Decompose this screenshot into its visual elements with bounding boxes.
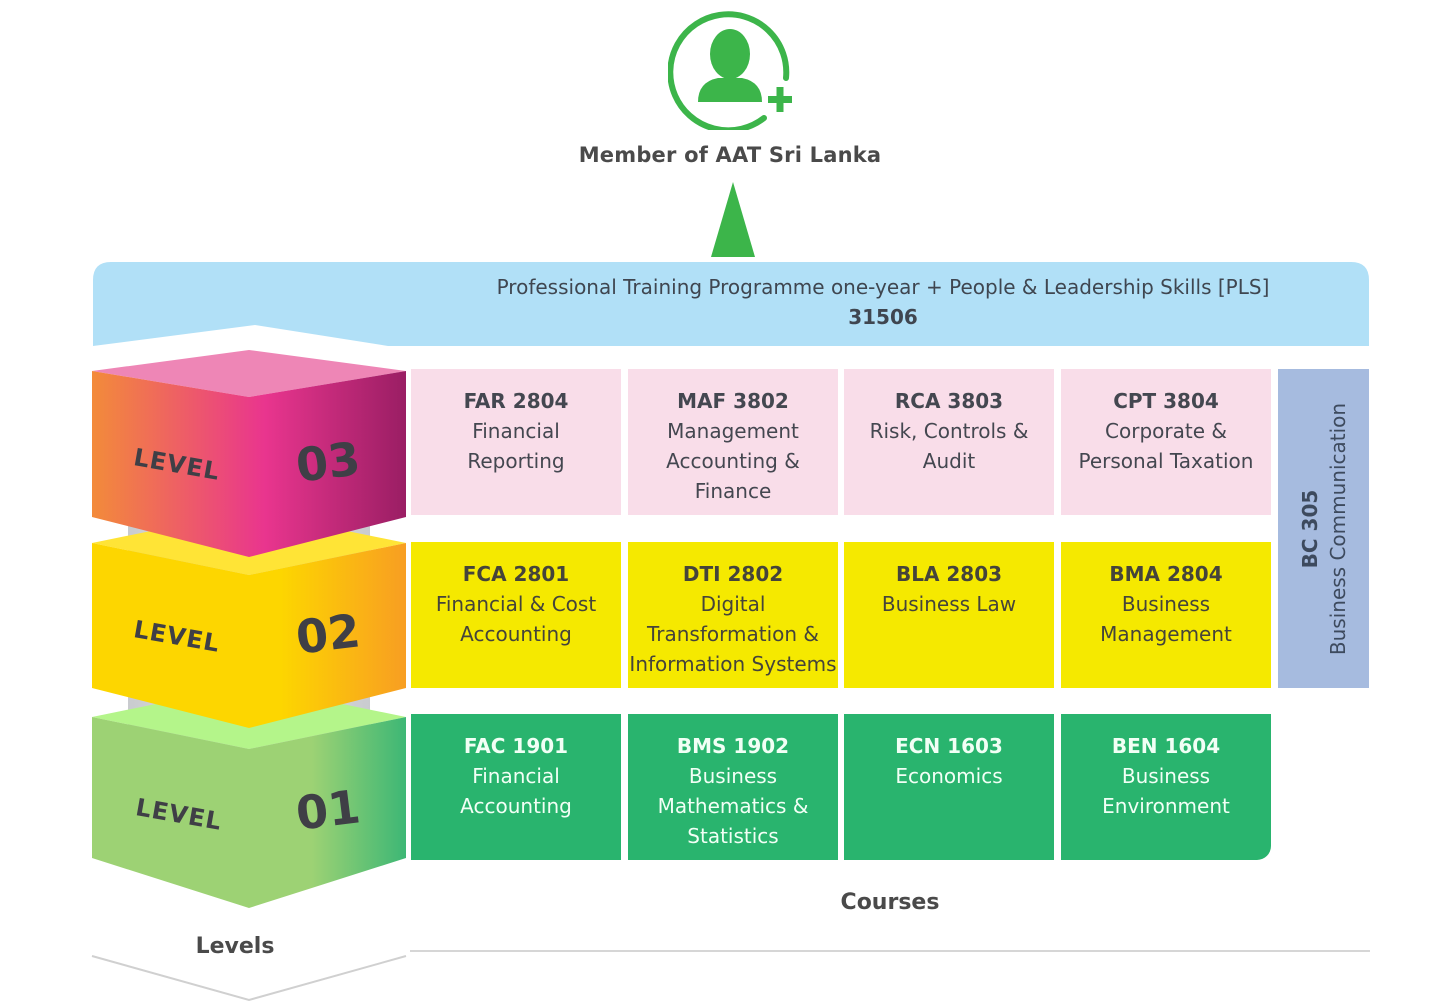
level-02-number: 02 <box>292 603 364 665</box>
course-card-bla-2803[interactable]: BLA 2803 Business Law <box>844 542 1054 688</box>
course-code: BEN 1604 <box>1111 734 1221 758</box>
courses-axis-label: Courses <box>840 890 940 915</box>
course-card-far-2804[interactable]: FAR 2804 Financial Reporting <box>411 369 621 515</box>
course-name: Business Environment <box>1102 764 1230 818</box>
course-code: BMS 1902 <box>676 734 790 758</box>
ptp-label: Professional Training Programme one-year… <box>400 272 1366 332</box>
course-card-dti-2802[interactable]: DTI 2802 Digital Transformation & Inform… <box>628 542 838 688</box>
course-card-ecn-1603[interactable]: ECN 1603 Economics <box>844 714 1054 860</box>
course-name: Business Mathematics & Statistics <box>657 764 809 848</box>
course-card-rca-3803[interactable]: RCA 3803 Risk, Controls & Audit <box>844 369 1054 515</box>
course-code: DTI 2802 <box>682 562 784 586</box>
course-name: Financial & Cost Accounting <box>435 592 597 646</box>
course-card-fac-1901[interactable]: FAC 1901 Financial Accounting <box>411 714 621 860</box>
course-name: Management Accounting & Finance <box>666 419 800 503</box>
course-name: Business Communication <box>1325 402 1350 655</box>
course-card-cpt-3804[interactable]: CPT 3804 Corporate & Personal Taxation <box>1061 369 1271 515</box>
course-card-bc-305[interactable]: BC 305 Business Communication <box>1278 369 1369 688</box>
member-title: Member of AAT Sri Lanka <box>578 143 882 167</box>
course-code: CPT 3804 <box>1113 389 1219 413</box>
course-code: BC 305 <box>1297 489 1322 568</box>
ptp-banner <box>93 262 1369 346</box>
course-card-bma-2804[interactable]: BMA 2804 Business Management <box>1061 542 1271 688</box>
course-card-ben-1604[interactable]: BEN 1604 Business Environment <box>1061 714 1271 860</box>
level-03-number: 03 <box>292 431 364 493</box>
course-name: Economics <box>895 764 1003 788</box>
course-card-fca-2801[interactable]: FCA 2801 Financial & Cost Accounting <box>411 542 621 688</box>
level-cube-03 <box>92 350 406 557</box>
levels-chevron <box>91 955 407 1002</box>
course-code: FCA 2801 <box>462 562 570 586</box>
courses-divider <box>410 950 1370 952</box>
course-code: ECN 1603 <box>895 734 1003 758</box>
course-name: Financial Reporting <box>467 419 565 473</box>
course-code: BLA 2803 <box>895 562 1003 586</box>
course-name: Business Management <box>1100 592 1232 646</box>
course-code: MAF 3802 <box>677 389 789 413</box>
course-name: Financial Accounting <box>460 764 572 818</box>
user-add-icon <box>668 11 792 130</box>
level-01-number: 01 <box>292 779 364 841</box>
arrow-up-icon <box>711 182 755 257</box>
course-name: Corporate & Personal Taxation <box>1078 419 1254 473</box>
course-card-maf-3802[interactable]: MAF 3802 Management Accounting & Finance <box>628 369 838 515</box>
levels-axis-label: Levels <box>195 934 275 959</box>
level-stack: LEVEL 03 LEVEL 02 LEVEL 01 <box>88 345 410 915</box>
course-name: Risk, Controls & Audit <box>869 419 1029 473</box>
course-code: RCA 3803 <box>894 389 1004 413</box>
level-cubes-graphic <box>92 350 406 908</box>
course-name: Business Law <box>881 592 1017 616</box>
bc-label: BC 305 Business Communication <box>1296 379 1352 679</box>
ptp-code: 31506 <box>848 305 918 329</box>
ptp-title: Professional Training Programme one-year… <box>496 275 1270 299</box>
course-code: FAC 1901 <box>463 734 569 758</box>
course-code: FAR 2804 <box>463 389 569 413</box>
course-code: BMA 2804 <box>1109 562 1223 586</box>
course-card-bms-1902[interactable]: BMS 1902 Business Mathematics & Statisti… <box>628 714 838 860</box>
course-name: Digital Transformation & Information Sys… <box>629 592 837 676</box>
